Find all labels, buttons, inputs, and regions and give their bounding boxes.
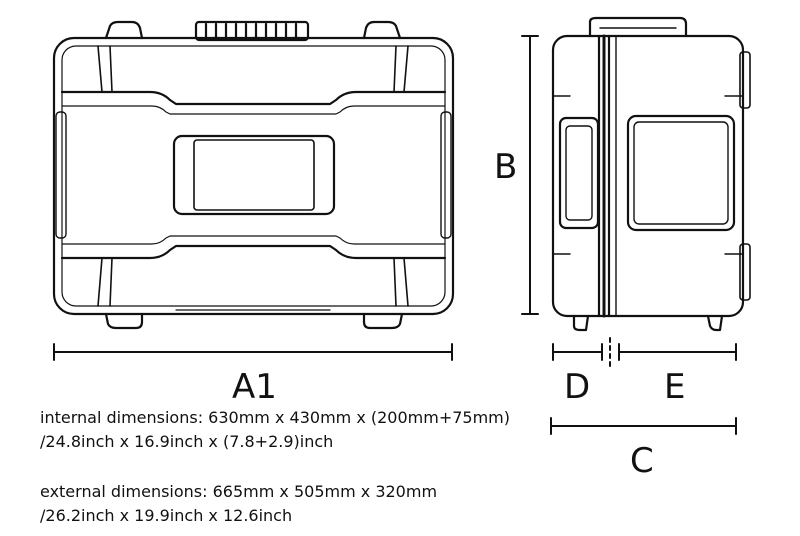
side-left-handle [558,116,600,230]
front-outer-shell [52,36,455,316]
side-outer-shell [551,34,745,318]
label-d: D [564,367,591,407]
upper-rib [60,90,447,106]
label-e: E [664,367,686,407]
case-side-view [551,16,751,332]
top-left-latch [104,20,144,40]
lower-rib [60,244,447,260]
dimension-lines [53,35,737,435]
front-right-foot [362,312,404,330]
external-dimensions-line1: external dimensions: 665mm x 505mm x 320… [40,482,438,501]
front-label-plate [172,134,336,216]
internal-dimensions-line2: /24.8inch x 16.9inch x (7.8+2.9)inch [40,432,334,451]
case-front-view [52,20,455,330]
side-right-panel [626,114,736,232]
external-dimensions-line2: /26.2inch x 19.9inch x 12.6inch [40,506,293,525]
top-handle [194,20,310,42]
label-b: B [494,147,518,187]
dim-line-a1 [53,343,453,361]
label-c: C [630,441,654,481]
dim-line-d [552,343,603,361]
label-a1: A1 [232,367,277,407]
front-left-foot [104,312,144,330]
dim-line-b [521,35,539,315]
internal-dimensions-line1: internal dimensions: 630mm x 430mm x (20… [40,408,511,427]
side-top-handle [588,16,688,38]
dim-line-c [550,417,737,435]
dim-line-e [618,343,737,361]
top-right-latch [362,20,402,40]
